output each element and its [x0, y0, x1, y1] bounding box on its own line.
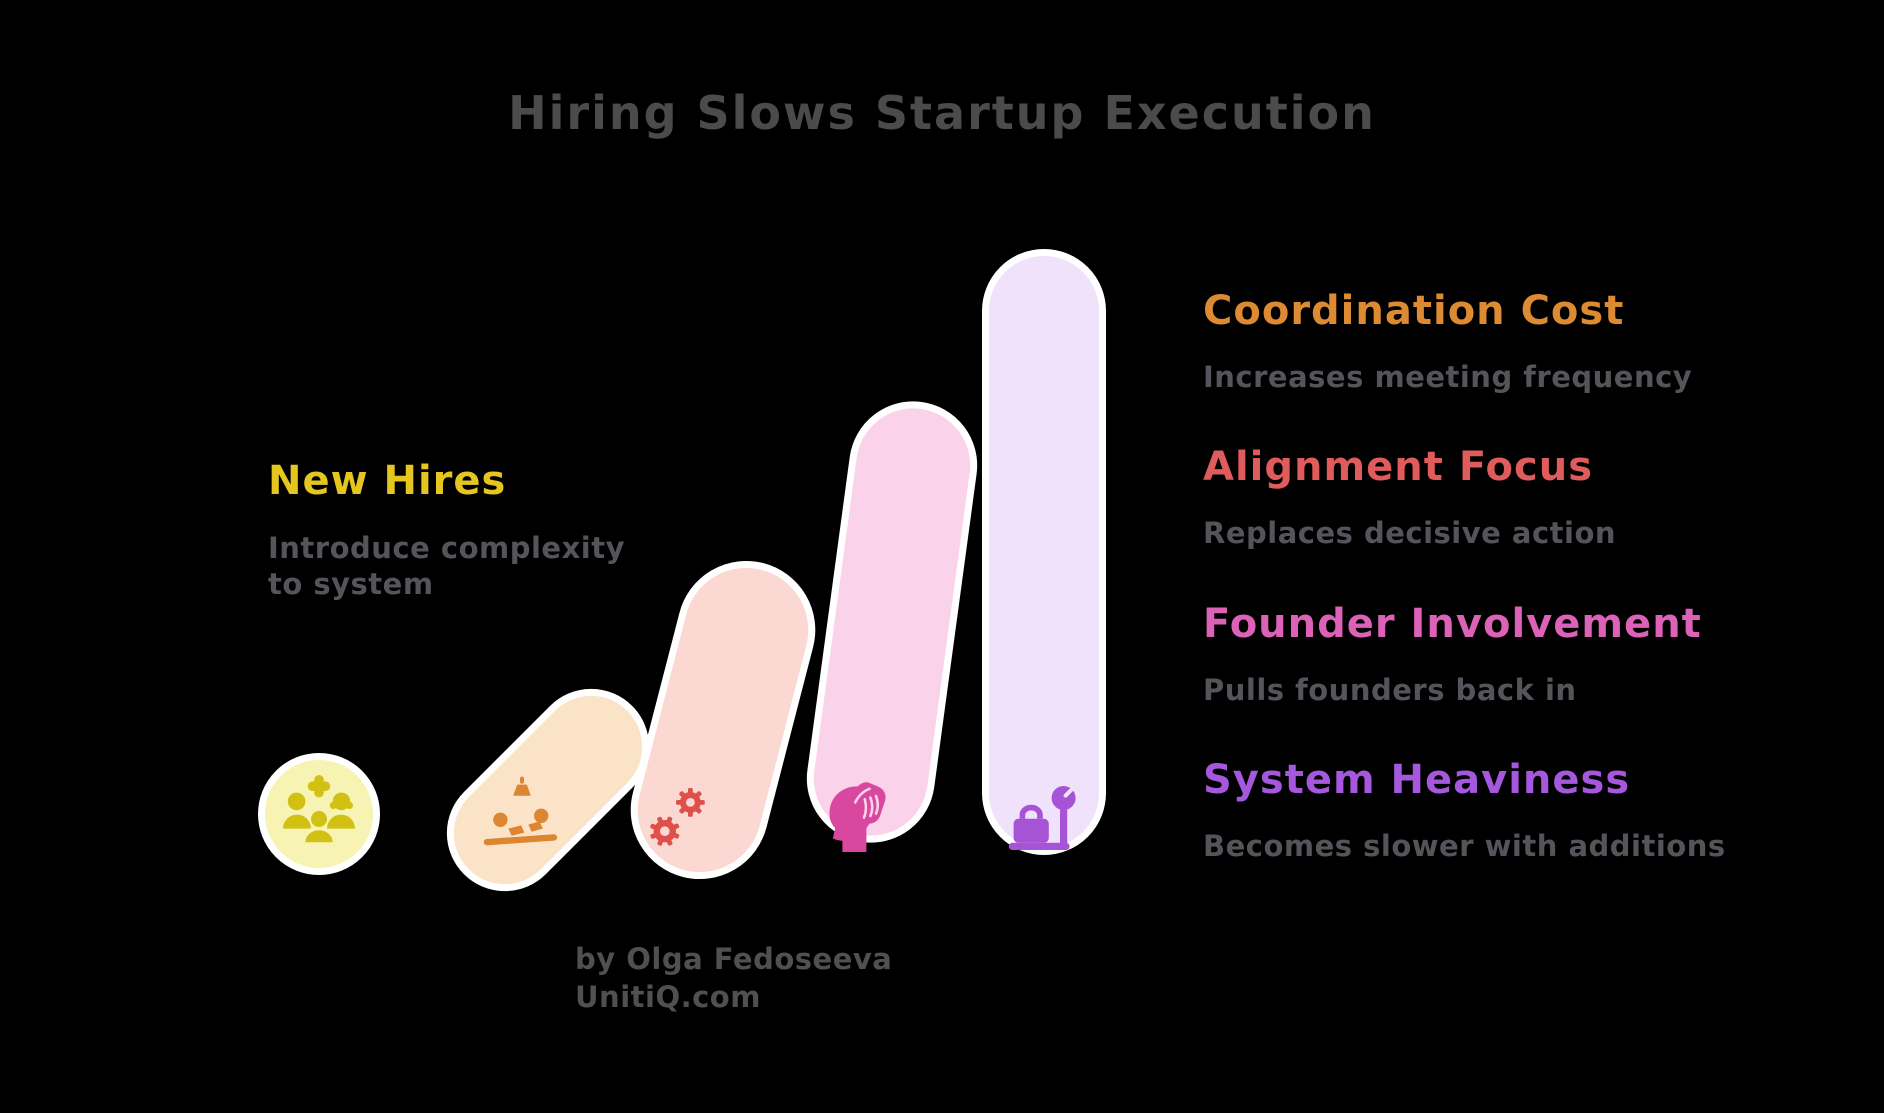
attribution-author: by Olga Fedoseeva	[575, 942, 893, 976]
attribution-site: UnitiQ.com	[575, 979, 761, 1014]
system-heaviness-description: Becomes slower with additions	[1203, 829, 1726, 863]
coordination-cost-description: Increases meeting frequency	[1203, 360, 1693, 394]
coordination-cost-label-block: Coordination Cost Increases meeting freq…	[1203, 288, 1763, 394]
bar-new-hires	[258, 753, 380, 875]
team-add-icon	[283, 775, 355, 843]
founder-involvement-label-block: Founder Involvement Pulls founders back …	[1203, 601, 1763, 707]
new-hires-description: Introduce complexity to system	[268, 531, 625, 602]
alignment-focus-description: Replaces decisive action	[1203, 516, 1617, 550]
page-title: Hiring Slows Startup Execution	[508, 86, 1376, 140]
system-heaviness-heading: System Heaviness	[1203, 757, 1631, 803]
attribution: by Olga Fedoseeva UnitiQ.com	[575, 941, 892, 1016]
scale-icon	[1008, 786, 1076, 850]
new-hires-label-block: New Hires Introduce complexity to system	[268, 458, 678, 603]
system-heaviness-label-block: System Heaviness Becomes slower with add…	[1203, 757, 1763, 863]
new-hires-heading: New Hires	[268, 458, 507, 504]
gears-icon	[650, 788, 705, 846]
founder-involvement-heading: Founder Involvement	[1203, 601, 1702, 647]
alignment-focus-label-block: Alignment Focus Replaces decisive action	[1203, 444, 1763, 550]
head-hand-icon	[829, 782, 886, 852]
bar-system-heaviness	[982, 249, 1106, 855]
meeting-icon	[483, 776, 558, 846]
alignment-focus-heading: Alignment Focus	[1203, 444, 1593, 490]
coordination-cost-heading: Coordination Cost	[1203, 288, 1625, 334]
founder-involvement-description: Pulls founders back in	[1203, 673, 1577, 707]
